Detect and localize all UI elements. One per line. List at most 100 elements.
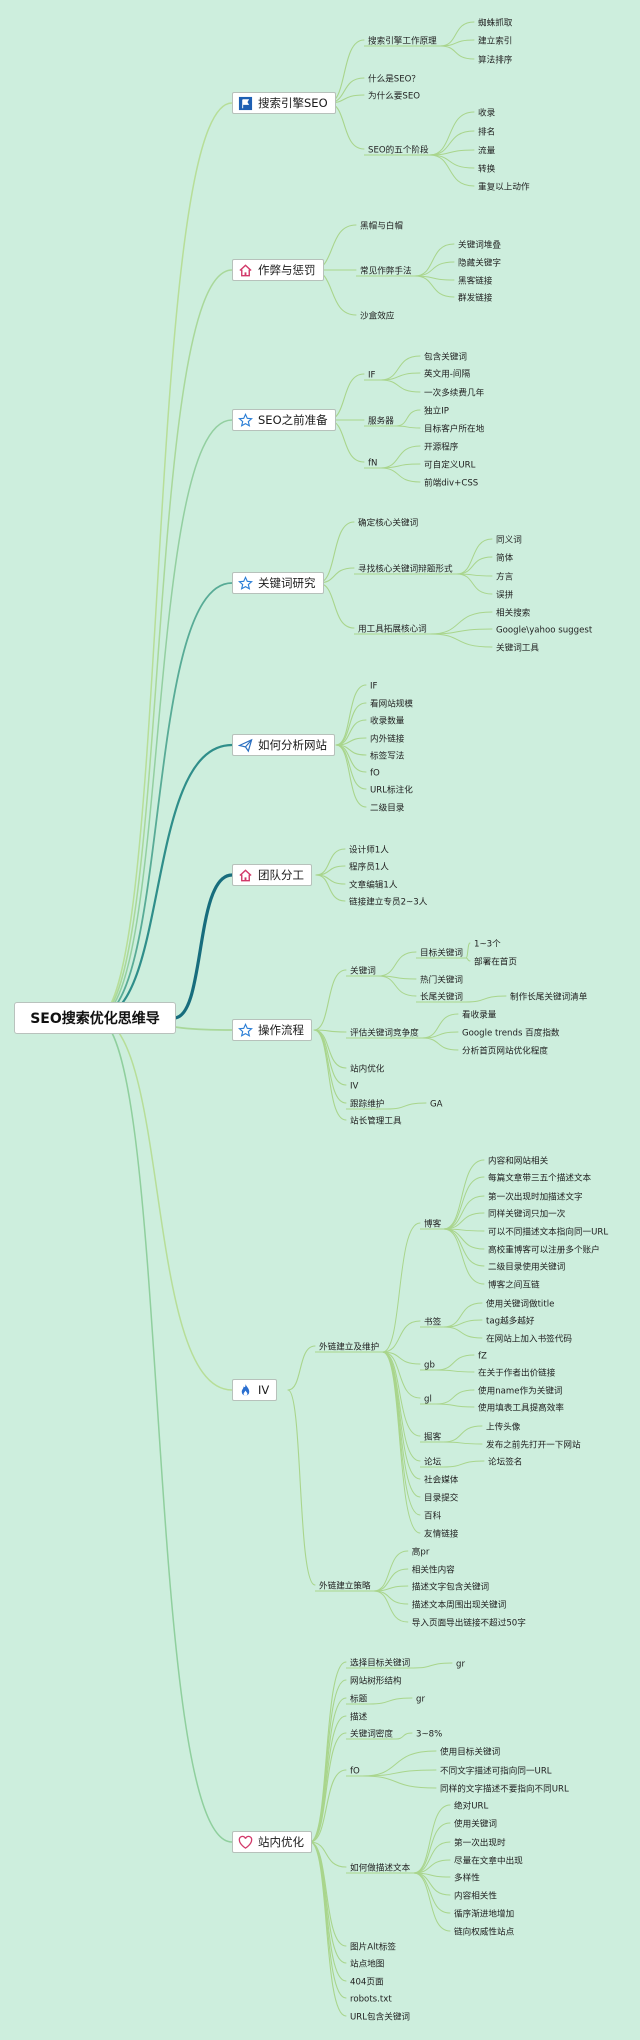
node-text[interactable]: 站内优化 [350, 1063, 385, 1075]
node-text[interactable]: 书签 [424, 1316, 442, 1328]
node-text[interactable]: 黑帽与白帽 [360, 220, 403, 232]
node-text[interactable]: 使用目标关键词 [440, 1746, 500, 1758]
branch-node-7[interactable]: IV [232, 1379, 278, 1401]
node-text[interactable]: 百科 [424, 1510, 442, 1522]
node-text[interactable]: 标签写法 [370, 750, 405, 762]
branch-node-3[interactable]: 关键词研究 [232, 572, 324, 594]
branch-node-4[interactable]: 如何分析网站 [232, 734, 335, 756]
node-text[interactable]: 同义词 [496, 535, 522, 546]
node-text[interactable]: 使用关键词 [454, 1818, 497, 1830]
node-text[interactable]: 描述 [350, 1711, 368, 1723]
node-text[interactable]: 跟踪维护 [350, 1098, 384, 1110]
node-text[interactable]: 使用关键词做title [486, 1298, 554, 1310]
node-text[interactable]: 收录数量 [370, 715, 405, 727]
node-text[interactable]: 误拼 [496, 589, 514, 601]
node-text[interactable]: fN [368, 459, 377, 469]
node-text[interactable]: 在关于作者出价链接 [478, 1367, 556, 1379]
node-text[interactable]: 图片Alt标签 [350, 1941, 396, 1953]
node-text[interactable]: 相关搜索 [496, 607, 531, 619]
node-text[interactable]: 重复以上动作 [478, 181, 530, 193]
node-text[interactable]: 发布之前先打开一下网站 [486, 1439, 581, 1451]
node-text[interactable]: 内容相关性 [454, 1890, 497, 1902]
node-text[interactable]: 寻找核心关键词辩题形式 [358, 563, 453, 575]
node-text[interactable]: 同样关键词只加一次 [488, 1208, 566, 1220]
node-text[interactable]: 博客 [424, 1218, 442, 1230]
node-text[interactable]: 收录 [478, 107, 496, 119]
node-text[interactable]: 外链建立及维护 [319, 1341, 379, 1353]
node-text[interactable]: 关键词工具 [496, 642, 539, 654]
node-text[interactable]: URL包含关键词 [350, 2011, 410, 2023]
node-text[interactable]: 论坛 [424, 1456, 442, 1468]
node-text[interactable]: 上传头像 [486, 1421, 521, 1433]
node-text[interactable]: 流量 [478, 145, 496, 157]
node-text[interactable]: 用工具拓展核心词 [358, 623, 427, 635]
node-text[interactable]: 同样的文字描述不要指向不同URL [440, 1783, 569, 1795]
node-text[interactable]: tag越多越好 [486, 1315, 535, 1327]
node-text[interactable]: 绝对URL [454, 1800, 488, 1812]
node-text[interactable]: IF [368, 371, 376, 381]
node-text[interactable]: 链向权威性站点 [454, 1926, 515, 1938]
node-text[interactable]: 前端div+CSS [424, 477, 478, 489]
node-text[interactable]: 二级目录 [370, 802, 405, 814]
node-text[interactable]: Google trends 百度指数 [462, 1027, 560, 1039]
node-text[interactable]: URL标注化 [370, 784, 413, 796]
node-text[interactable]: 不同文字描述可指向同一URL [440, 1765, 552, 1777]
node-text[interactable]: 多样性 [454, 1872, 480, 1884]
node-text[interactable]: 标题 [350, 1693, 368, 1705]
node-text[interactable]: 建立索引 [478, 35, 512, 47]
node-text[interactable]: 开源程序 [424, 441, 459, 453]
node-text[interactable]: IF [370, 682, 378, 692]
node-text[interactable]: fO [370, 769, 380, 779]
node-text[interactable]: 掘客 [424, 1431, 442, 1443]
node-text[interactable]: 相关性内容 [412, 1564, 455, 1576]
node-text[interactable]: 关键词密度 [350, 1728, 393, 1740]
node-text[interactable]: 服务器 [368, 415, 394, 427]
node-text[interactable]: 站长管理工具 [350, 1115, 402, 1127]
node-text[interactable]: 论坛签名 [488, 1456, 522, 1468]
node-text[interactable]: fZ [478, 1352, 487, 1362]
node-text[interactable]: 可自定义URL [424, 459, 476, 471]
node-text[interactable]: 常见作弊手法 [360, 265, 412, 277]
node-text[interactable]: gr [416, 1695, 425, 1705]
node-text[interactable]: 方言 [496, 571, 514, 583]
node-text[interactable]: fO [350, 1767, 360, 1777]
node-text[interactable]: SEO的五个阶段 [368, 144, 429, 156]
node-text[interactable]: 沙盒效应 [360, 310, 395, 322]
node-text[interactable]: 分析首页网站优化程度 [462, 1045, 548, 1057]
node-text[interactable]: 可以不同描述文本指向同一URL [488, 1226, 608, 1238]
branch-node-2[interactable]: SEO之前准备 [232, 409, 336, 431]
node-text[interactable]: 独立IP [424, 405, 449, 417]
node-text[interactable]: 看网站规模 [370, 698, 413, 710]
node-text[interactable]: 关键词 [350, 965, 376, 977]
node-text[interactable]: 高校重博客可以注册多个账户 [488, 1244, 600, 1256]
node-text[interactable]: 排名 [478, 126, 495, 138]
node-text[interactable]: 3~8% [416, 1730, 442, 1740]
node-text[interactable]: 内外链接 [370, 733, 405, 745]
node-text[interactable]: 部署在首页 [474, 956, 517, 968]
node-text[interactable]: 社会媒体 [424, 1474, 459, 1486]
node-text[interactable]: 看收录量 [462, 1009, 497, 1021]
node-text[interactable]: 蜘蛛抓取 [478, 17, 513, 29]
node-text[interactable]: 使用name作为关键词 [478, 1385, 563, 1397]
node-text[interactable]: 黑客链接 [458, 275, 493, 287]
node-text[interactable]: 算法排序 [478, 54, 513, 66]
node-text[interactable]: 英文用-间隔 [424, 368, 470, 380]
node-text[interactable]: gr [456, 1660, 465, 1670]
branch-node-1[interactable]: 作弊与惩罚 [232, 259, 324, 281]
node-text[interactable]: 为什么要SEO [368, 90, 420, 102]
node-text[interactable]: 使用填表工具提高效率 [478, 1402, 564, 1414]
node-text[interactable]: 在网站上加入书签代码 [486, 1333, 572, 1345]
node-text[interactable]: 高pr [412, 1546, 430, 1558]
node-text[interactable]: 搜索引擎工作原理 [368, 35, 437, 47]
node-text[interactable]: 关键词堆叠 [458, 239, 501, 251]
node-text[interactable]: 内容和网站相关 [488, 1155, 549, 1167]
node-text[interactable]: 群发链接 [458, 292, 493, 304]
node-text[interactable]: gb [424, 1361, 435, 1371]
node-text[interactable]: 热门关键词 [420, 974, 463, 986]
node-text[interactable]: robots.txt [350, 1995, 392, 2005]
root-node[interactable]: SEO搜索优化思维导 [14, 1002, 176, 1034]
node-text[interactable]: 一次多续费几年 [424, 387, 485, 399]
node-text[interactable]: 如何做描述文本 [350, 1862, 411, 1874]
branch-node-5[interactable]: 团队分工 [232, 864, 312, 886]
node-text[interactable]: 设计师1人 [349, 844, 389, 856]
